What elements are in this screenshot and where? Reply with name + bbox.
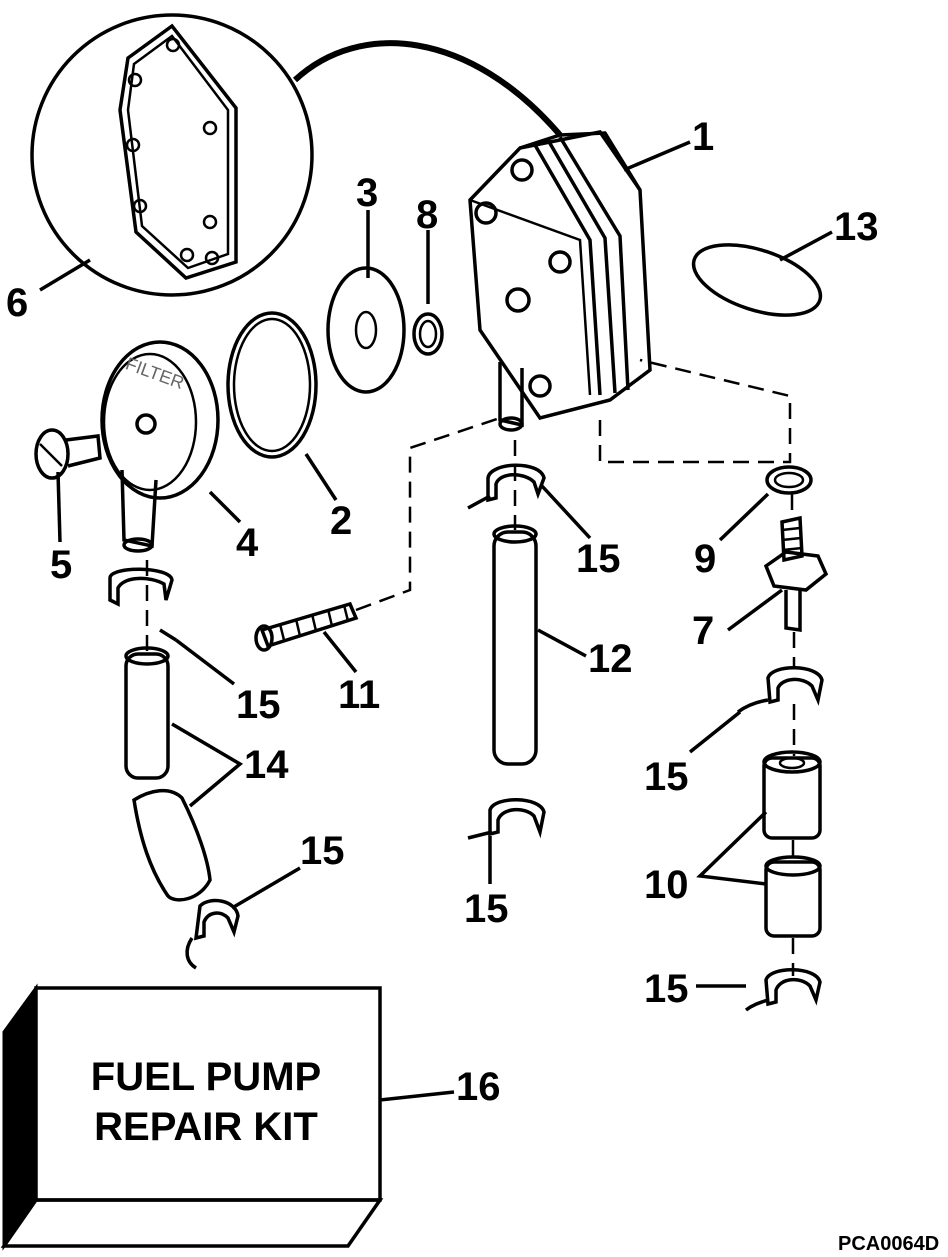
callout-9: 9	[694, 537, 716, 581]
callout-1: 1	[692, 115, 714, 159]
hose-clamp-d	[185, 898, 240, 970]
callout-2: 2	[330, 499, 352, 543]
hose-left-lower	[132, 788, 212, 902]
callout-13: 13	[834, 205, 879, 249]
pump-gasket	[118, 23, 238, 280]
callout-11: 11	[338, 673, 380, 717]
filter-cover: FILTER	[100, 340, 220, 553]
hose-clamp-c	[467, 798, 546, 840]
callout-7: 7	[692, 609, 714, 653]
hose-left-upper	[124, 646, 170, 780]
callout-numbers: 1 13 3 8 6 2 4 5 15 9 7 12 11 15 14 15 1…	[6, 115, 939, 1255]
hose-clamp-f	[744, 968, 822, 1012]
callout-15-left: 15	[236, 683, 281, 727]
callout-6: 6	[6, 281, 28, 325]
o-ring-right	[765, 465, 813, 495]
callout-leaders	[39, 140, 833, 1102]
hose-fitting	[763, 515, 829, 633]
long-hose	[492, 524, 538, 766]
pump-screw	[254, 601, 359, 652]
callout-8: 8	[416, 193, 438, 237]
callout-4: 4	[236, 521, 259, 565]
filter-cover-text: FILTER	[123, 354, 187, 394]
hose-clamp-b	[467, 463, 546, 510]
filter-screen-disc	[326, 266, 406, 394]
reference-code: PCA0064D	[838, 1233, 939, 1255]
filter-element-lower	[764, 855, 822, 938]
small-o-ring	[412, 312, 444, 356]
repair-kit-box: FUEL PUMP REPAIR KIT	[0, 983, 384, 1251]
callout-15-bottom-center: 15	[464, 887, 509, 931]
hose-clamp-a	[108, 567, 177, 642]
callout-12: 12	[588, 637, 633, 681]
callout-15-right-upper: 15	[644, 755, 689, 799]
callout-10: 10	[644, 863, 689, 907]
callout-15-top-center: 15	[576, 537, 621, 581]
kit-label-line2: REPAIR KIT	[94, 1105, 318, 1149]
callout-3: 3	[356, 171, 378, 215]
thumb-screw	[34, 428, 102, 480]
callout-16: 16	[456, 1065, 501, 1109]
large-o-ring	[226, 311, 318, 459]
callout-14: 14	[244, 743, 289, 787]
kit-label-line1: FUEL PUMP	[91, 1055, 321, 1099]
callout-15-lower-left: 15	[300, 829, 345, 873]
gasket-detail-circle	[30, 13, 563, 297]
hose-clamp-e	[736, 666, 824, 714]
callout-15-right-lower: 15	[644, 967, 689, 1011]
assembly-dashed-lines	[145, 358, 796, 976]
fuel-pump-body	[468, 130, 652, 432]
fuel-screen-oval	[691, 243, 823, 317]
callout-5: 5	[50, 543, 72, 587]
filter-element-upper	[762, 750, 822, 840]
